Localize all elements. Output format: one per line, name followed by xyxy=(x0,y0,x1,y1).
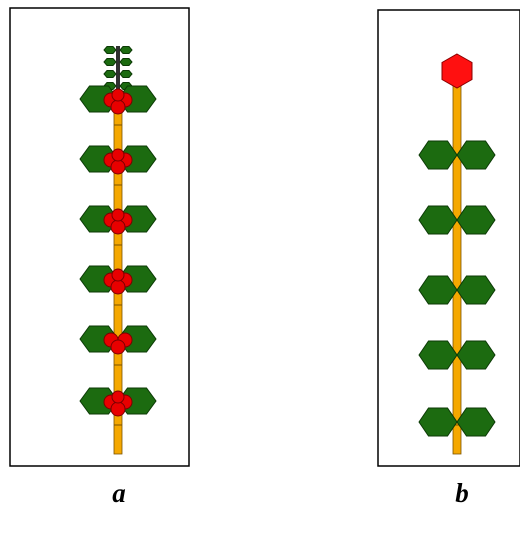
leaf-icon xyxy=(103,46,117,54)
leaf-icon xyxy=(418,340,458,370)
panel-b-label: b xyxy=(455,478,469,508)
red-berry-icon xyxy=(110,219,126,235)
stem xyxy=(452,81,462,455)
red-berry-icon xyxy=(111,148,125,162)
leaf-icon xyxy=(456,275,496,305)
red-berry-icon xyxy=(110,339,126,355)
leaf-icon xyxy=(418,407,458,437)
leaf-icon xyxy=(418,140,458,170)
panel-a-label: a xyxy=(112,478,126,508)
leaf-icon xyxy=(119,70,133,78)
leaf-icon xyxy=(119,58,133,66)
leaf-icon xyxy=(456,140,496,170)
leaf-icon xyxy=(103,58,117,66)
leaf-icon xyxy=(456,340,496,370)
red-berry-icon xyxy=(111,268,125,282)
red-berry-icon xyxy=(110,99,126,115)
red-berry-icon xyxy=(110,279,126,295)
plant-a xyxy=(79,46,157,455)
panel-a-frame xyxy=(9,7,190,467)
red-berry-icon xyxy=(111,208,125,222)
leaf-icon xyxy=(103,70,117,78)
leaf-icon xyxy=(119,46,133,54)
red-berry-icon xyxy=(111,88,125,102)
red-berry-icon xyxy=(111,390,125,404)
leaf-icon xyxy=(418,275,458,305)
bud-stem xyxy=(116,46,120,98)
red-hexagon-flower-icon xyxy=(441,53,473,89)
leaf-icon xyxy=(456,205,496,235)
plant-b xyxy=(418,53,496,455)
panel-b-frame xyxy=(377,9,520,467)
red-berry-icon xyxy=(110,401,126,417)
leaf-icon xyxy=(418,205,458,235)
red-berry-icon xyxy=(110,159,126,175)
leaf-icon xyxy=(456,407,496,437)
